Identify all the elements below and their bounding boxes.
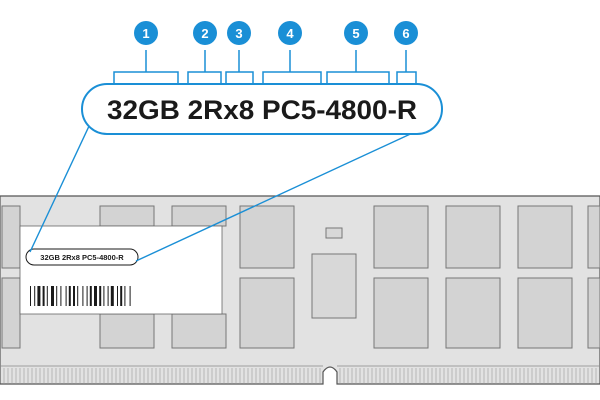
- barcode-bar: [37, 286, 41, 306]
- barcode-bar: [117, 286, 118, 306]
- barcode-bar: [103, 286, 105, 306]
- barcode-bar: [89, 286, 92, 306]
- chip-row-lower: [1, 277, 600, 349]
- zoom-line-right: [135, 123, 433, 262]
- barcode-bar: [99, 286, 102, 306]
- barcode-bar: [56, 286, 58, 306]
- bracket-6: [396, 50, 417, 84]
- enlarged-label: 32GB 2Rx8 PC5-4800-R: [81, 83, 443, 135]
- callout-3-number: 3: [235, 26, 242, 41]
- enlarged-label-pill: [81, 83, 443, 135]
- chips-under-sticker: [99, 205, 227, 349]
- callout-2-number: 2: [201, 26, 208, 41]
- callout-1: 1: [134, 21, 158, 45]
- barcode-bar: [94, 286, 97, 306]
- barcode-bar: [51, 286, 54, 306]
- barcode-bar: [107, 286, 109, 306]
- sticker-text-pill: [25, 248, 139, 266]
- callout-6: 6: [394, 21, 418, 45]
- barcode-bar: [60, 286, 62, 306]
- barcode-bar: [65, 286, 67, 306]
- barcode-bar: [82, 286, 84, 306]
- sticker-text: 32GB 2Rx8 PC5-4800-R: [40, 253, 124, 262]
- barcode-bar: [120, 286, 123, 306]
- barcode-bar: [86, 286, 88, 306]
- barcode-bar: [77, 286, 79, 306]
- callout-4-number: 4: [286, 26, 294, 41]
- barcode-bar: [34, 286, 36, 306]
- bracket-3: [225, 50, 254, 84]
- center-controller: [311, 227, 357, 319]
- barcode-bar: [30, 286, 31, 306]
- contact-pins: [3, 368, 597, 384]
- callout-4: 4: [278, 21, 302, 45]
- barcode: [30, 286, 131, 306]
- barcode-bar: [110, 286, 114, 306]
- module-sticker: 32GB 2Rx8 PC5-4800-R: [19, 225, 223, 315]
- chip-row-upper: [1, 205, 600, 269]
- callout-3: 3: [227, 21, 251, 45]
- enlarged-label-text: 32GB 2Rx8 PC5-4800-R: [107, 95, 417, 125]
- barcode-bar: [73, 286, 75, 306]
- callout-6-number: 6: [402, 26, 409, 41]
- barcode-bar: [124, 286, 126, 306]
- callout-5-number: 5: [352, 26, 359, 41]
- segment-brackets: [113, 50, 417, 84]
- callout-2: 2: [193, 21, 217, 45]
- barcode-bar: [42, 286, 45, 306]
- barcode-bar: [129, 286, 131, 306]
- bracket-4: [262, 50, 322, 84]
- bracket-5: [326, 50, 390, 84]
- callout-1-number: 1: [142, 26, 149, 41]
- barcode-bar: [68, 286, 71, 306]
- bracket-2: [187, 50, 222, 84]
- bracket-1: [113, 50, 179, 84]
- zoom-line-left: [29, 123, 91, 253]
- zoom-lines: [29, 123, 433, 262]
- barcode-bar: [46, 286, 48, 306]
- callout-5: 5: [344, 21, 368, 45]
